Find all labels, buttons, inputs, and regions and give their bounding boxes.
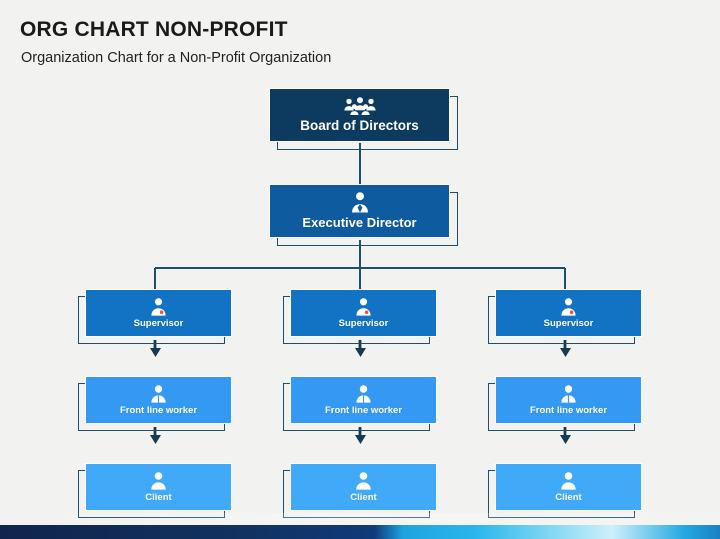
node-label: Front line worker	[119, 404, 198, 416]
node-label: Board of Directors	[300, 118, 419, 134]
node-front-line-worker-1[interactable]: Front line worker	[85, 376, 232, 424]
node-label: Client	[145, 491, 172, 503]
user-person-icon	[559, 471, 578, 490]
node-label: Executive Director	[302, 215, 417, 231]
supervisor-person-icon	[149, 297, 168, 316]
node-supervisor-1[interactable]: Supervisor	[85, 289, 232, 337]
arrow-down-icon	[150, 427, 571, 444]
node-label: Supervisor	[338, 317, 389, 329]
arrow-down-icon	[150, 340, 571, 357]
node-label: Client	[555, 491, 582, 503]
page-subtitle: Organization Chart for a Non-Profit Orga…	[21, 50, 332, 66]
worker-person-icon	[559, 384, 578, 403]
node-supervisor-3[interactable]: Supervisor	[495, 289, 642, 337]
node-executive-director[interactable]: Executive Director	[269, 184, 450, 238]
supervisor-person-icon	[354, 297, 373, 316]
worker-person-icon	[149, 384, 168, 403]
supervisor-person-icon	[559, 297, 578, 316]
user-person-icon	[149, 471, 168, 490]
node-label: Supervisor	[133, 317, 184, 329]
node-board-of-directors[interactable]: Board of Directors	[269, 88, 450, 142]
node-client-3[interactable]: Client	[495, 463, 642, 511]
bottom-bar-sheen	[0, 513, 720, 525]
page-title: ORG CHART NON-PROFIT	[20, 18, 288, 41]
node-client-2[interactable]: Client	[290, 463, 437, 511]
worker-person-icon	[354, 384, 373, 403]
user-person-icon	[354, 471, 373, 490]
businessman-icon	[349, 191, 371, 213]
node-supervisor-2[interactable]: Supervisor	[290, 289, 437, 337]
node-front-line-worker-2[interactable]: Front line worker	[290, 376, 437, 424]
node-label: Front line worker	[529, 404, 608, 416]
node-label: Supervisor	[543, 317, 594, 329]
node-label: Front line worker	[324, 404, 403, 416]
bottom-accent-bar	[0, 525, 720, 539]
node-front-line-worker-3[interactable]: Front line worker	[495, 376, 642, 424]
node-label: Client	[350, 491, 377, 503]
group-of-people-icon	[343, 96, 377, 116]
node-client-1[interactable]: Client	[85, 463, 232, 511]
